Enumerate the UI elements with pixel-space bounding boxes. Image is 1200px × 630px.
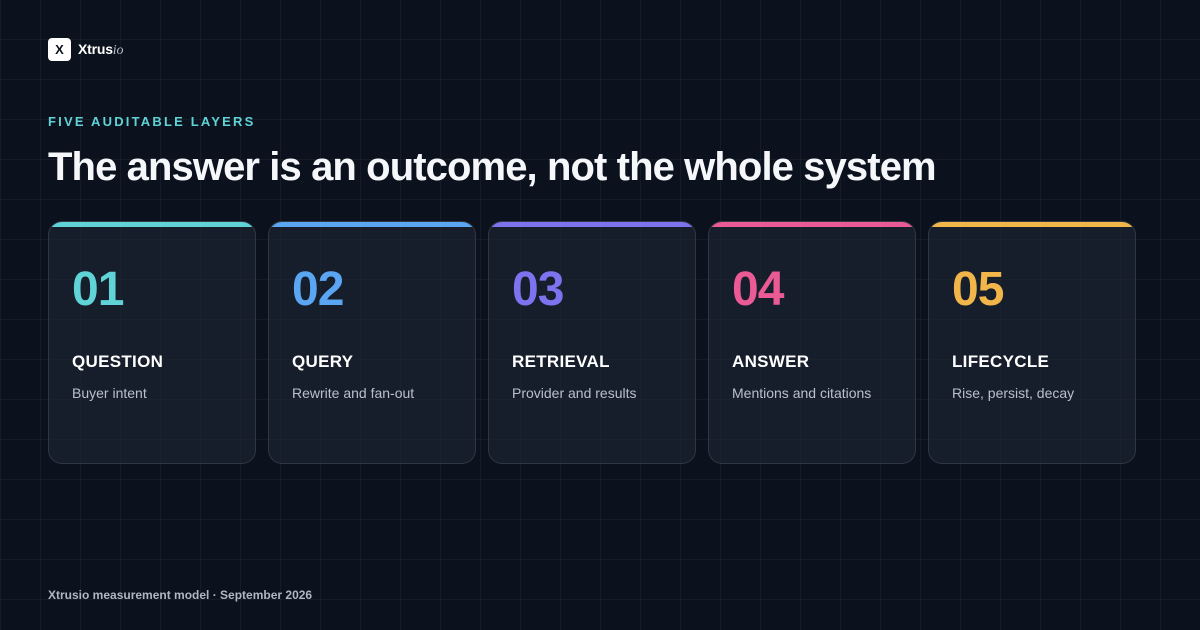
card-description: Rewrite and fan-out [292, 385, 415, 401]
brand-name-italic: io [112, 42, 124, 58]
card-description: Buyer intent [72, 385, 147, 401]
card-title: QUESTION [72, 352, 164, 371]
brand-logo: X Xtrusio [48, 38, 123, 61]
layer-card-retrieval: 03 RETRIEVAL Provider and results [488, 221, 696, 464]
card-number: 04 [732, 263, 784, 316]
layer-cards: 01 QUESTION Buyer intent 02 QUERY Rewrit… [48, 221, 1136, 464]
layer-card-question: 01 QUESTION Buyer intent [48, 221, 256, 464]
footer-caption: Xtrusio measurement model · September 20… [48, 588, 313, 602]
card-title: LIFECYCLE [952, 352, 1050, 371]
eyebrow-label: FIVE AUDITABLE LAYERS [48, 114, 256, 129]
layer-card-query: 02 QUERY Rewrite and fan-out [268, 221, 476, 464]
logo-mark-icon: X [48, 38, 71, 61]
card-number: 01 [72, 263, 124, 316]
card-number: 03 [512, 263, 564, 316]
card-accent-bar [929, 222, 1135, 227]
layer-card-answer: 04 ANSWER Mentions and citations [708, 221, 916, 464]
card-accent-bar [709, 222, 915, 227]
card-accent-bar [49, 222, 255, 227]
brand-name-bold: Xtrus [78, 40, 113, 57]
brand-name: Xtrusio [78, 41, 123, 59]
card-number: 05 [952, 263, 1004, 316]
card-number: 02 [292, 263, 344, 316]
card-description: Provider and results [512, 385, 637, 401]
page-title: The answer is an outcome, not the whole … [48, 145, 937, 189]
card-description: Mentions and citations [732, 385, 872, 401]
card-accent-bar [489, 222, 695, 227]
card-accent-bar [269, 222, 475, 227]
card-description: Rise, persist, decay [952, 385, 1075, 401]
layer-card-lifecycle: 05 LIFECYCLE Rise, persist, decay [928, 221, 1136, 464]
card-title: ANSWER [732, 352, 810, 371]
card-title: RETRIEVAL [512, 352, 610, 371]
card-title: QUERY [292, 352, 354, 371]
